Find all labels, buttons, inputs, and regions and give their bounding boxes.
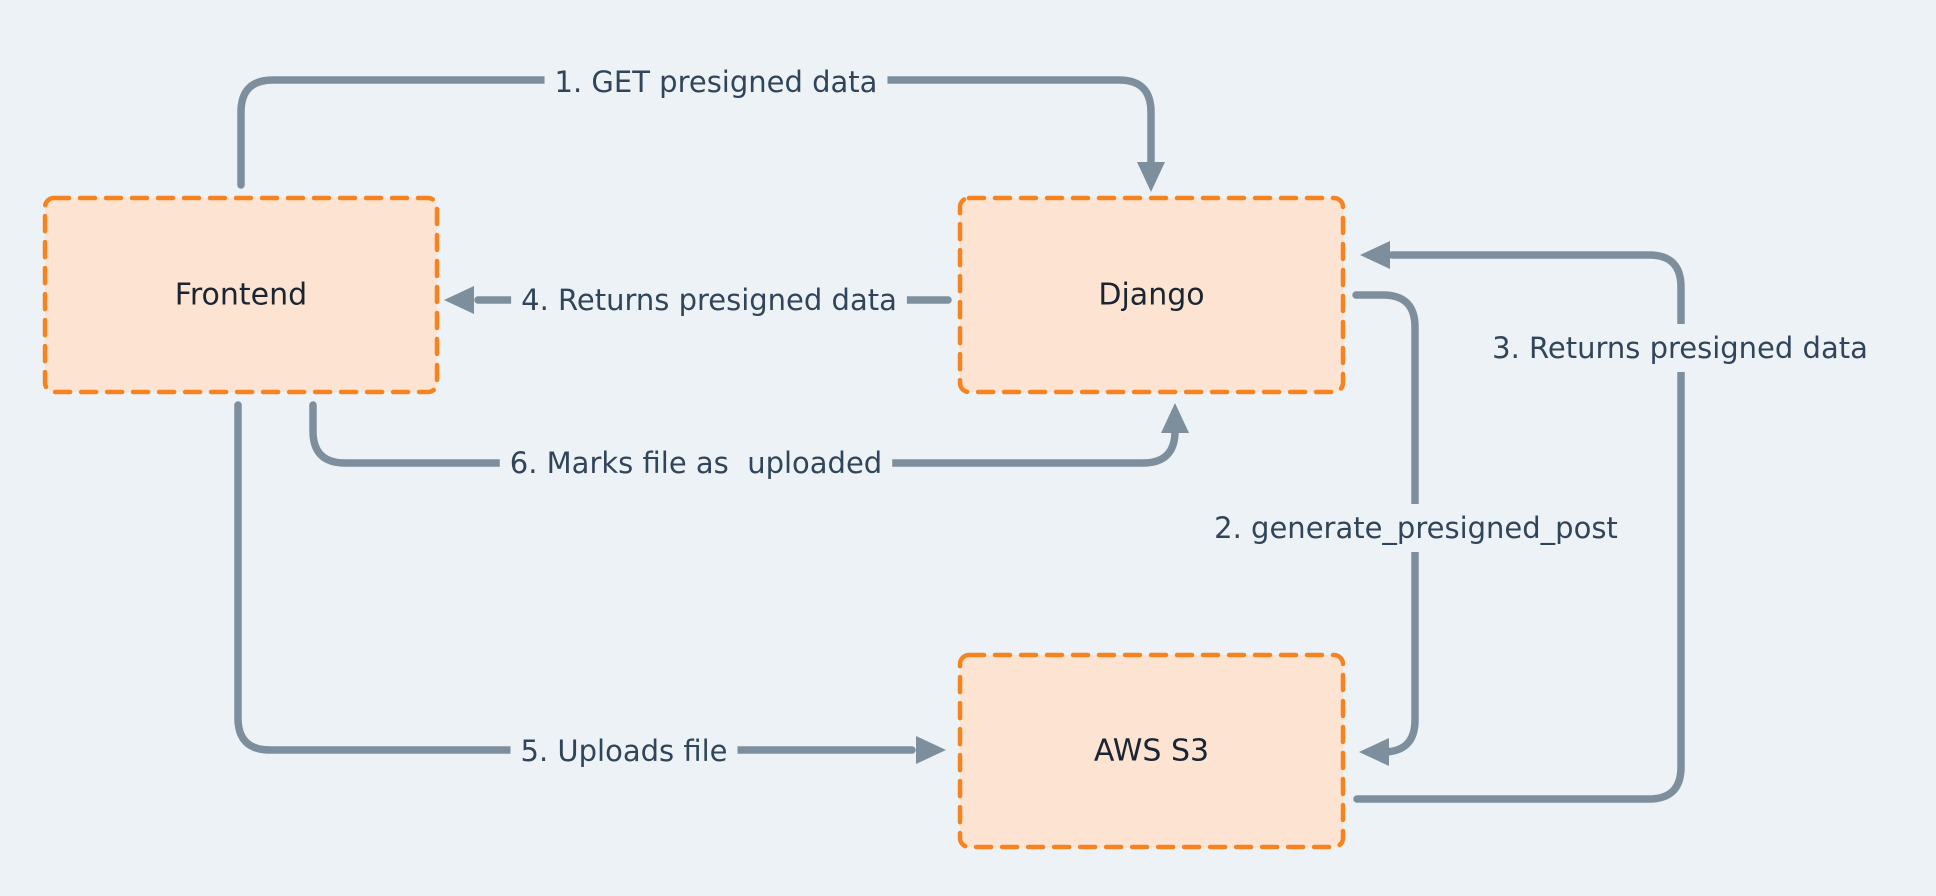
edge-1-label-mask	[544, 58, 888, 106]
edge-4-arrowhead-icon	[444, 286, 474, 314]
edge-1-label: 1. GET presigned data	[555, 65, 878, 99]
edge-3-returns-presigned-data-s3-path	[1353, 251, 1685, 803]
edge-5-uploads-file-path	[234, 401, 916, 754]
edge-1-arrowhead-icon	[1137, 162, 1165, 192]
node-django-label: Django	[1098, 278, 1204, 313]
edge-2-label: 2. generate_presigned_post	[1214, 511, 1618, 545]
edge-4-label: 4. Returns presigned data	[521, 283, 897, 317]
edge-2-arrowhead-icon	[1359, 738, 1389, 766]
edge-5-label: 5. Uploads file	[521, 734, 728, 768]
node-frontend-box	[42, 195, 440, 395]
edge-5-arrowhead-icon	[916, 736, 946, 764]
edge-5-label-mask	[510, 727, 738, 775]
node-aws-s3-label: AWS S3	[1094, 734, 1209, 769]
node-django-box	[957, 195, 1346, 395]
edge-6-label: 6. Marks file as uploaded	[510, 446, 882, 480]
edge-6-label-mask	[499, 439, 893, 487]
node-frontend-label: Frontend	[175, 278, 307, 313]
edge-4-label-mask	[511, 276, 907, 324]
edge-6-marks-file-as-uploaded-path	[309, 401, 1179, 467]
node-aws-s3-box	[957, 652, 1346, 850]
edge-6-arrowhead-icon	[1161, 403, 1189, 433]
edge-3-label-mask	[1482, 324, 1878, 372]
edge-3-arrowhead-icon	[1360, 241, 1390, 269]
edge-2-label-mask	[1204, 504, 1628, 552]
edge-2-generate-presigned-post-path	[1352, 291, 1419, 756]
edge-3-label: 3. Returns presigned data	[1492, 331, 1868, 365]
